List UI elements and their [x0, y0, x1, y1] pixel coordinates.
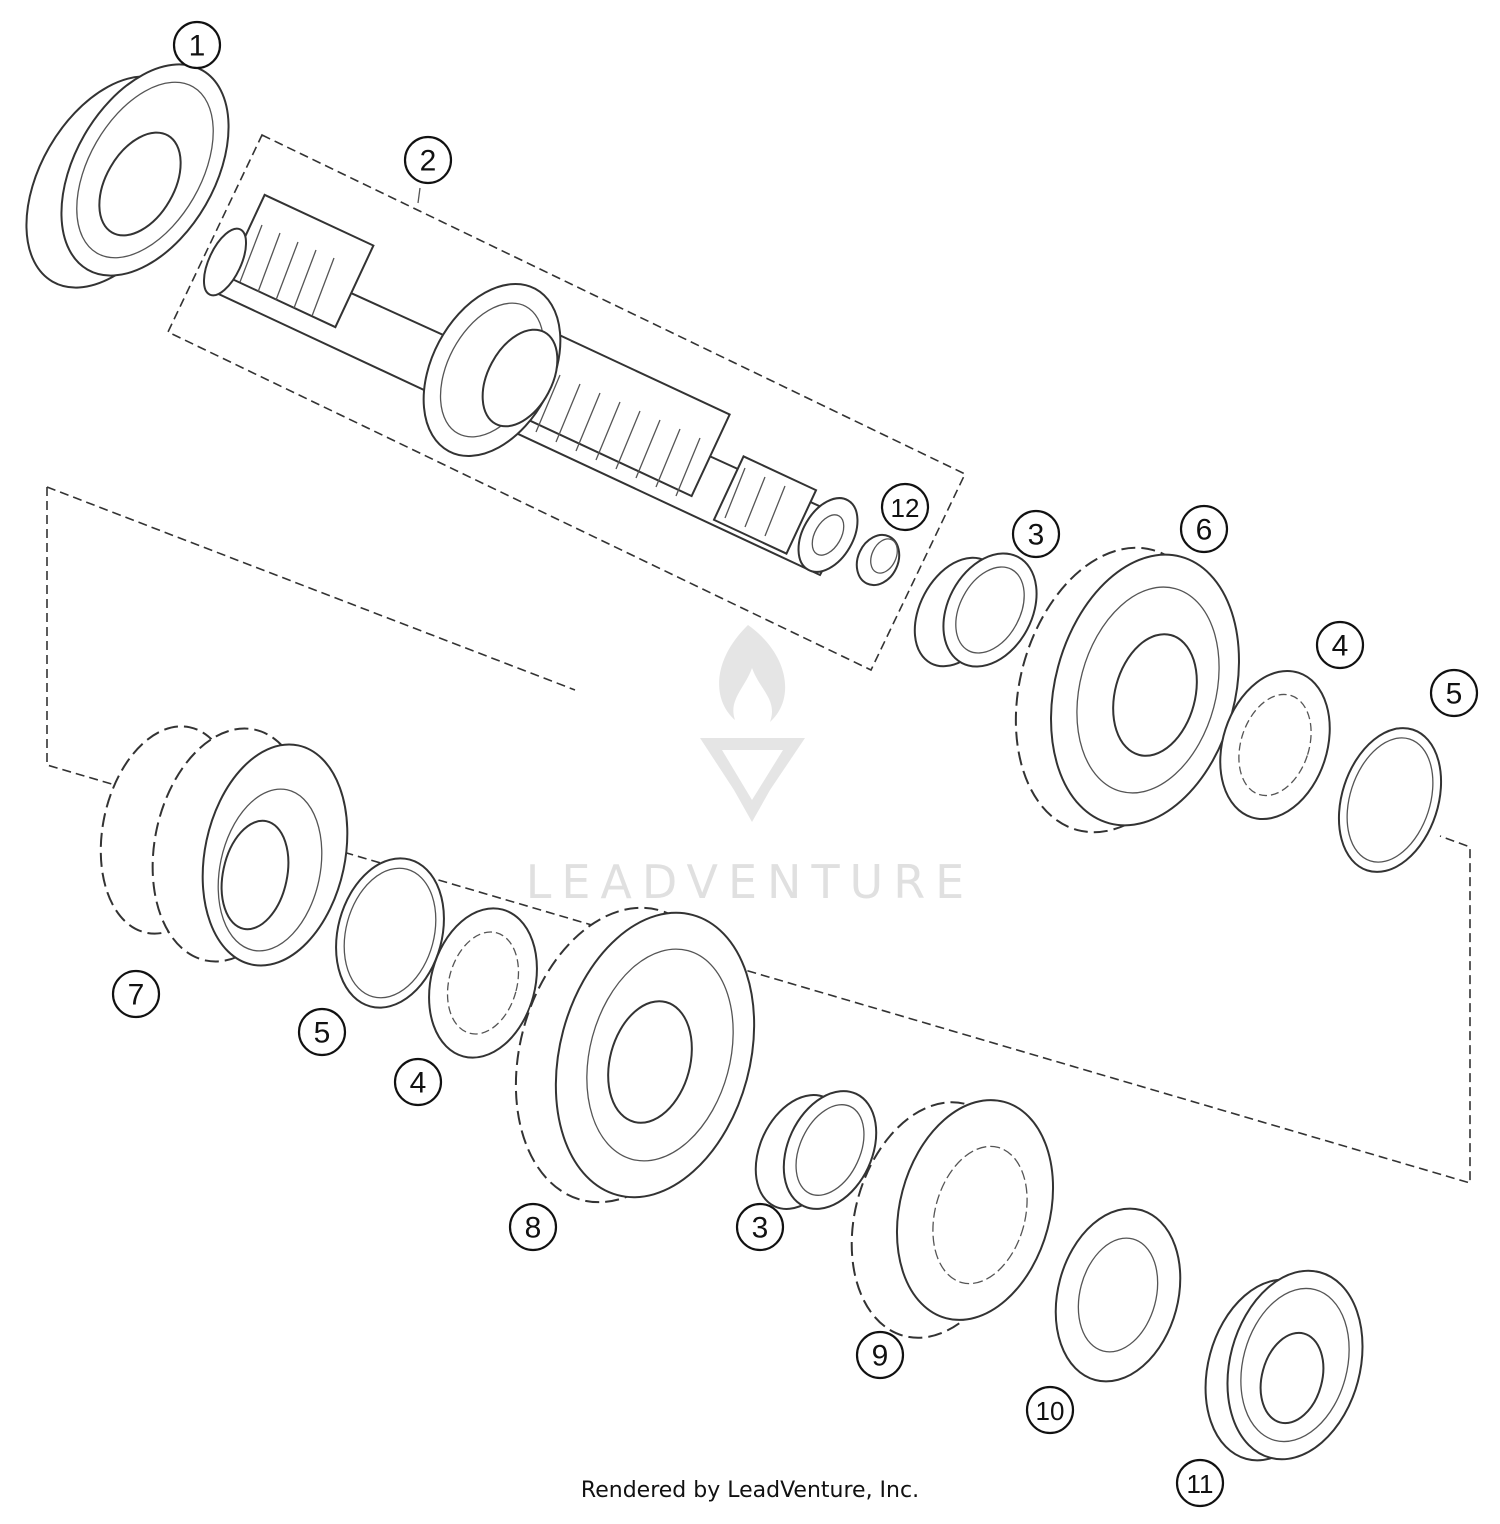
callout-4-lower: 4: [393, 1057, 443, 1107]
svg-text:6: 6: [1196, 514, 1213, 547]
callout-12: 12: [880, 482, 930, 532]
callout-2: 2: [403, 135, 453, 185]
gear-part-9: [850, 1099, 1055, 1339]
snap-ring-part-5-upper: [1337, 727, 1443, 873]
svg-text:4: 4: [410, 1067, 427, 1100]
bearing-part-11: [1204, 1269, 1364, 1462]
svg-text:5: 5: [1446, 678, 1463, 711]
shaft-part-2: [202, 193, 859, 577]
svg-text:11: 11: [1187, 1469, 1214, 1499]
callout-9: 9: [855, 1330, 905, 1380]
needle-bearing-part-3-upper: [913, 552, 1038, 668]
gear-part-8: [514, 906, 756, 1204]
shaft-group-box: [166, 133, 967, 672]
callout-10: 10: [1025, 1385, 1075, 1435]
bearing-part-1: [25, 63, 230, 289]
pin-part-12: [855, 533, 901, 587]
washer-part-4-upper: [1219, 669, 1331, 821]
callout-7: 7: [111, 969, 161, 1019]
washer-part-4-lower: [428, 907, 538, 1059]
gear-part-6: [1014, 546, 1240, 834]
needle-bearing-part-3-lower: [754, 1090, 878, 1210]
callout-5-upper: 5: [1429, 668, 1479, 718]
callout-3-lower: 3: [735, 1202, 785, 1252]
snap-ring-part-5-lower: [335, 857, 445, 1009]
svg-text:2: 2: [420, 145, 437, 178]
watermark-logo: [700, 625, 805, 822]
callout-4-upper: 4: [1315, 620, 1365, 670]
svg-text:9: 9: [872, 1340, 889, 1373]
callout-11: 11: [1175, 1458, 1225, 1508]
svg-text:8: 8: [525, 1212, 542, 1245]
svg-text:5: 5: [314, 1017, 331, 1050]
svg-text:10: 10: [1036, 1396, 1065, 1426]
callout-3-upper: 3: [1011, 509, 1061, 559]
svg-text:7: 7: [128, 979, 145, 1012]
washer-part-10: [1054, 1207, 1182, 1383]
watermark-text: LEADVENTURE: [526, 855, 975, 909]
credit-text: Rendered by LeadVenture, Inc.: [580, 1478, 920, 1503]
callout-5-lower: 5: [297, 1007, 347, 1057]
gear-part-7: [99, 725, 349, 967]
svg-text:12: 12: [891, 493, 920, 523]
callout-1: 1: [172, 20, 222, 70]
svg-text:3: 3: [1028, 519, 1045, 552]
assembly-outline: [46, 487, 1471, 1185]
callout-6: 6: [1179, 504, 1229, 554]
callout-8: 8: [508, 1202, 558, 1252]
svg-text:1: 1: [189, 30, 206, 63]
svg-text:4: 4: [1332, 630, 1349, 663]
svg-text:3: 3: [752, 1212, 769, 1245]
